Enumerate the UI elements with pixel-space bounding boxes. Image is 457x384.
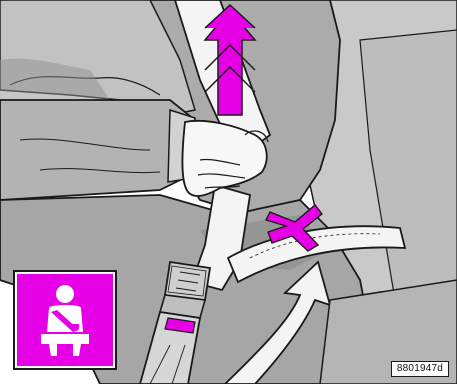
sleeve — [0, 100, 195, 200]
figure-code-label: 8801947d — [391, 361, 449, 377]
seatbelt-reminder-icon — [17, 274, 113, 366]
seatbelt-reminder-badge — [13, 270, 117, 370]
